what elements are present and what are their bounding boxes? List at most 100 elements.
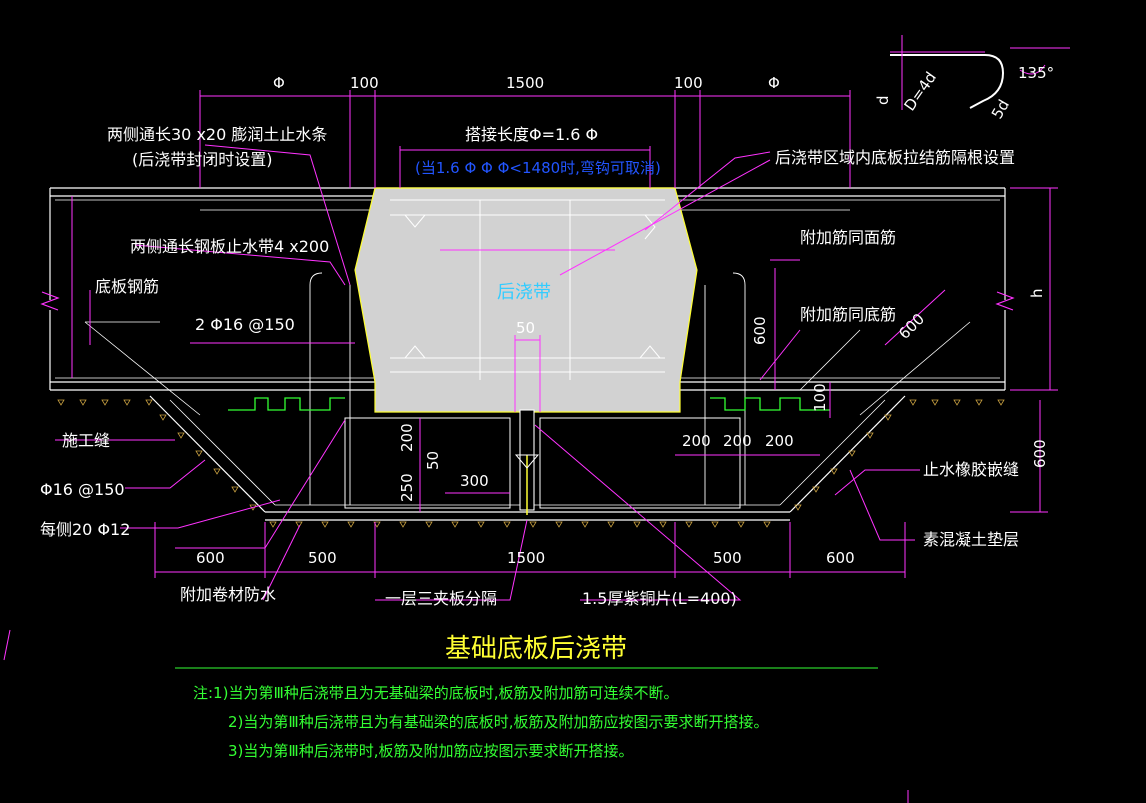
label-construction-joint: 施工缝 <box>62 431 110 450</box>
dim-phi-right: Φ <box>768 74 780 92</box>
hatch-mark <box>195 450 203 457</box>
dim-200-left: 200 <box>398 423 416 452</box>
hook-detail-text: d D=4d 5d 135° <box>874 64 1054 122</box>
dim-100-left: 100 <box>350 74 379 92</box>
notes-block: 注:1)当为第Ⅲ种后浇带且为无基础梁的底板时,板筋及附加筋可连续不断。 2)当为… <box>193 684 769 760</box>
hatch-mark <box>997 399 1005 406</box>
hatch-mark <box>213 468 221 475</box>
note-2: 2)当为第Ⅲ种后浇带且为有基础梁的底板时,板筋及附加筋应按图示要求断开搭接。 <box>228 713 769 731</box>
dim-200-a: 200 <box>682 432 711 450</box>
title-block: 基础底板后浇带 <box>175 634 878 669</box>
hatch-mark <box>451 521 459 528</box>
hatch-mark <box>953 399 961 406</box>
hatch-mark <box>159 414 167 421</box>
hatch-mark <box>848 450 856 457</box>
hatch-mark <box>737 521 745 528</box>
hatch-mark <box>269 521 277 528</box>
hatch-mark <box>581 521 589 528</box>
hatch-mark <box>794 504 802 511</box>
hatch-mark <box>884 414 892 421</box>
dim-50-top: 50 <box>516 319 535 337</box>
dim-phi-left: Φ <box>273 74 285 92</box>
hatch-mark <box>909 399 917 406</box>
hatch-mark <box>931 399 939 406</box>
hook-bend-label: D=4d <box>901 69 941 115</box>
hatch-mark <box>812 486 820 493</box>
label-each-side: 每侧20 Φ12 <box>40 520 130 539</box>
dim-600-bottom-right: 600 <box>826 549 855 567</box>
dim-200-b: 200 <box>723 432 752 450</box>
dim-50-left: 50 <box>424 451 442 470</box>
hatch-mark <box>57 399 65 406</box>
hook-d-label: d <box>874 95 892 105</box>
label-lap-length-note: (当1.6 Φ Φ Φ<1480时,弯钩可取消) <box>415 159 661 177</box>
label-steel-sheet: 1.5厚紫铜片(L=400) <box>582 589 737 608</box>
hatch-mark <box>503 521 511 528</box>
label-plain-concrete: 素混凝土垫层 <box>923 530 1019 549</box>
label-rubber-waterstop: 止水橡胶嵌缝 <box>923 460 1019 479</box>
label-waterstop-strip: 两侧通长30 x20 膨润土止水条 <box>107 125 327 144</box>
hatch-mark <box>529 521 537 528</box>
hatch-mark <box>425 521 433 528</box>
drawing-title: 基础底板后浇带 <box>445 634 627 664</box>
note-3: 3)当为第Ⅲ种后浇带时,板筋及附加筋应按图示要求断开搭接。 <box>228 742 634 760</box>
hatch-mark <box>477 521 485 528</box>
hatch-mark <box>555 521 563 528</box>
note-1: 注:1)当为第Ⅲ种后浇带且为无基础梁的底板时,板筋及附加筋可连续不断。 <box>193 684 679 702</box>
dim-1500-top: 1500 <box>506 74 544 92</box>
label-rebar-2phi16: 2 Φ16 @150 <box>195 315 295 334</box>
hook-detail <box>890 35 1070 110</box>
top-dimension-text: Φ 100 1500 100 Φ <box>273 74 780 92</box>
hook-5d-label: 5d <box>988 96 1013 122</box>
dim-200-c: 200 <box>765 432 794 450</box>
label-steel-waterstop: 两侧通长钢板止水带4 x200 <box>130 237 329 256</box>
hatch-mark <box>607 521 615 528</box>
dim-250: 250 <box>398 473 416 502</box>
dim-500-bottom-right: 500 <box>713 549 742 567</box>
hatch-layer <box>57 399 1005 528</box>
dim-100-side: 100 <box>811 383 829 412</box>
hatch-mark <box>231 486 239 493</box>
steel-waterstop-steps <box>228 397 830 411</box>
bottom-dimension-text: 600 500 1500 500 600 <box>196 549 855 567</box>
label-tie-bar-note: 后浇带区域内底板拉结筋隔根设置 <box>775 148 1015 167</box>
annotation-text: 两侧通长30 x20 膨润土止水条 (后浇带封闭时设置) 搭接长度Φ=1.6 Φ… <box>40 125 1019 608</box>
hatch-mark <box>123 399 131 406</box>
hatch-mark <box>975 399 983 406</box>
hatch-mark <box>830 468 838 475</box>
label-bottom-add-bar: 附加筋同底筋 <box>800 305 896 324</box>
hatch-mark <box>79 399 87 406</box>
dim-600-right: 600 <box>1031 439 1049 468</box>
edge-marks <box>3 629 909 803</box>
hatch-mark <box>659 521 667 528</box>
post-pour-strip-region <box>354 187 698 515</box>
label-top-add-bar: 附加筋同面筋 <box>800 228 896 247</box>
hatch-mark <box>763 521 771 528</box>
hatch-mark <box>295 521 303 528</box>
label-phi16-150: Φ16 @150 <box>40 480 125 499</box>
hatch-mark <box>685 521 693 528</box>
hatch-mark <box>866 432 874 439</box>
label-membrane: 附加卷材防水 <box>180 585 276 604</box>
label-lap-length: 搭接长度Φ=1.6 Φ <box>465 125 598 144</box>
hatch-mark <box>347 521 355 528</box>
hatch-mark <box>633 521 641 528</box>
hatch-mark <box>177 432 185 439</box>
label-plywood: 一层三夹板分隔 <box>385 589 497 608</box>
dimension-lines <box>71 90 1058 578</box>
hatch-mark <box>101 399 109 406</box>
dim-100-right: 100 <box>674 74 703 92</box>
inner-dimension-text: 50 600 600 100 200 50 250 300 200 200 20… <box>398 288 1049 502</box>
hatch-mark <box>145 399 153 406</box>
dim-600-bottom-left: 600 <box>196 549 225 567</box>
hatch-mark <box>711 521 719 528</box>
dim-600-slope: 600 <box>895 310 928 343</box>
dim-1500-bottom: 1500 <box>507 549 545 567</box>
label-slab-rebar: 底板钢筋 <box>95 277 159 296</box>
leader-lines <box>55 144 920 601</box>
dim-500-bottom-left: 500 <box>308 549 337 567</box>
dim-600-inner: 600 <box>751 316 769 345</box>
hatch-mark <box>399 521 407 528</box>
